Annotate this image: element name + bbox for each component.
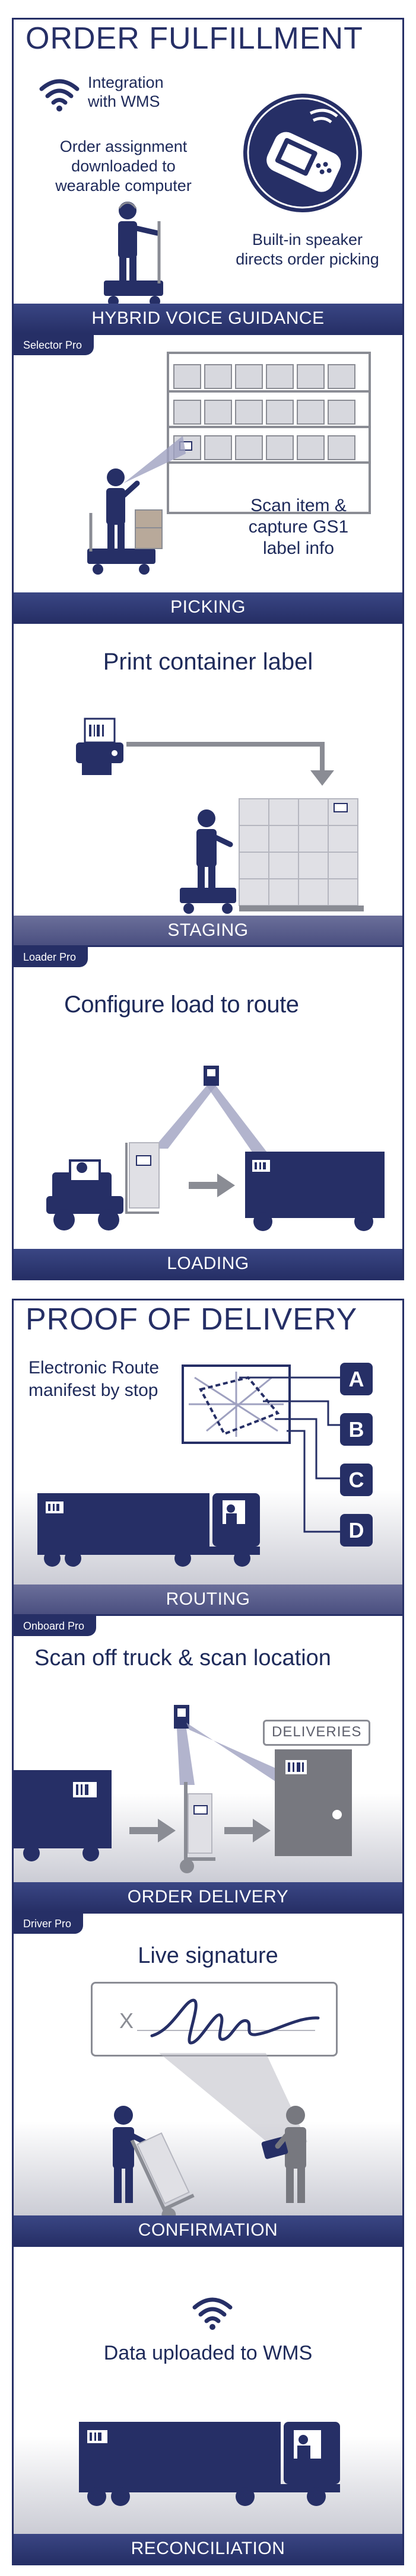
scan-text: Scan item & capture GS1 label info	[248, 496, 349, 558]
stop-a[interactable]: A	[340, 1363, 373, 1395]
floor-gradient	[14, 2121, 402, 2219]
signature-x-mark: X	[119, 2008, 134, 2033]
warehouse-shelving	[167, 352, 371, 514]
tag-driver-pro: Driver Pro	[14, 1914, 84, 1934]
picker-worker-icon	[87, 468, 163, 575]
band-routing: ROUTING	[14, 1585, 402, 1614]
section-reconciliation: Data uploaded to WMS RECONCILIATION	[12, 2245, 404, 2565]
customer-signing-icon	[261, 2106, 306, 2203]
handheld-scanner-icon	[174, 1705, 287, 1785]
wearable-computer-icon	[243, 94, 362, 212]
signature-beam	[159, 2053, 307, 2151]
label-printer-icon	[76, 718, 123, 775]
proof-of-delivery-title: PROOF OF DELIVERY	[26, 1302, 358, 1337]
band-staging: STAGING	[14, 916, 402, 945]
signature-line	[137, 2030, 315, 2031]
stop-b[interactable]: B	[340, 1413, 373, 1446]
staging-worker-icon	[180, 809, 236, 914]
arrow-to-cart-icon	[129, 1819, 176, 1842]
band-reconciliation: RECONCILIATION	[14, 2534, 402, 2564]
reconciliation-heading: Data uploaded to WMS	[103, 2342, 313, 2364]
tag-loader-pro: Loader Pro	[14, 947, 88, 967]
download-text: Order assignment downloaded to wearable …	[55, 138, 192, 195]
wifi-icon	[39, 79, 80, 111]
wifi-upload-icon	[192, 2297, 233, 2330]
order-delivery-heading: Scan off truck & scan location	[34, 1646, 331, 1670]
band-confirmation: CONFIRMATION	[14, 2215, 402, 2245]
forklift-icon	[46, 1142, 160, 1230]
section-loading: Loader Pro Configure load to route LOADI…	[12, 945, 404, 1280]
scan-beam	[123, 436, 186, 483]
section-order-delivery: Onboard Pro Scan off truck & scan locati…	[12, 1614, 404, 1914]
pallet-boxes-icon	[239, 798, 364, 911]
route-leader-lines	[239, 1376, 340, 1533]
band-picking: PICKING	[14, 592, 402, 622]
driver-with-hand-truck-icon	[113, 2106, 195, 2222]
signature-pad[interactable]: X	[91, 1982, 338, 2057]
band-hybrid-voice-guidance: HYBRID VOICE GUIDANCE	[14, 304, 402, 333]
band-order-delivery: ORDER DELIVERY	[14, 1882, 402, 1912]
overhead-scanner-icon	[153, 1066, 269, 1155]
section-confirmation: Driver Pro Live signature X CONFIRMATION	[12, 1912, 404, 2247]
route-truck-icon	[37, 1493, 260, 1567]
delivery-truck-icon	[245, 1152, 385, 1231]
arrow-to-pallet	[126, 742, 334, 786]
right-arrow-icon	[189, 1174, 235, 1197]
arrow-to-door-icon	[224, 1819, 271, 1842]
section-routing: PROOF OF DELIVERY Electronic Route manif…	[12, 1299, 404, 1616]
section-staging: Print container label STAGING	[12, 622, 404, 947]
tag-onboard-pro: Onboard Pro	[14, 1616, 97, 1636]
delivery-door-icon	[275, 1749, 352, 1856]
worker-cart-icon	[104, 202, 163, 307]
manifest-text: Electronic Route manifest by stop	[28, 1358, 160, 1400]
staging-heading: Print container label	[103, 649, 313, 675]
truck-back-icon	[14, 1770, 112, 1861]
signature-scribble	[150, 1998, 320, 2045]
route-map-icon	[182, 1364, 291, 1444]
loading-heading: Configure load to route	[64, 991, 299, 1018]
wms-text: Integration with WMS	[88, 74, 164, 110]
speaker-text: Built-in speaker directs order picking	[236, 231, 379, 268]
section-picking: Selector Pro Scan item & capture GS1 lab…	[12, 333, 404, 624]
order-fulfillment-title: ORDER FULFILLMENT	[26, 21, 363, 56]
confirmation-heading: Live signature	[138, 1943, 278, 1968]
tag-selector-pro: Selector Pro	[14, 335, 94, 355]
section-order-fulfillment: ORDER FULFILLMENT Integration with WMS O…	[12, 18, 404, 335]
band-loading: LOADING	[14, 1249, 402, 1279]
deliveries-sign: DELIVERIES	[263, 1720, 371, 1746]
stop-d[interactable]: D	[340, 1514, 373, 1547]
hand-truck-icon	[180, 1782, 215, 1873]
reconciliation-truck-icon	[79, 2422, 340, 2506]
stop-c[interactable]: C	[340, 1464, 373, 1496]
